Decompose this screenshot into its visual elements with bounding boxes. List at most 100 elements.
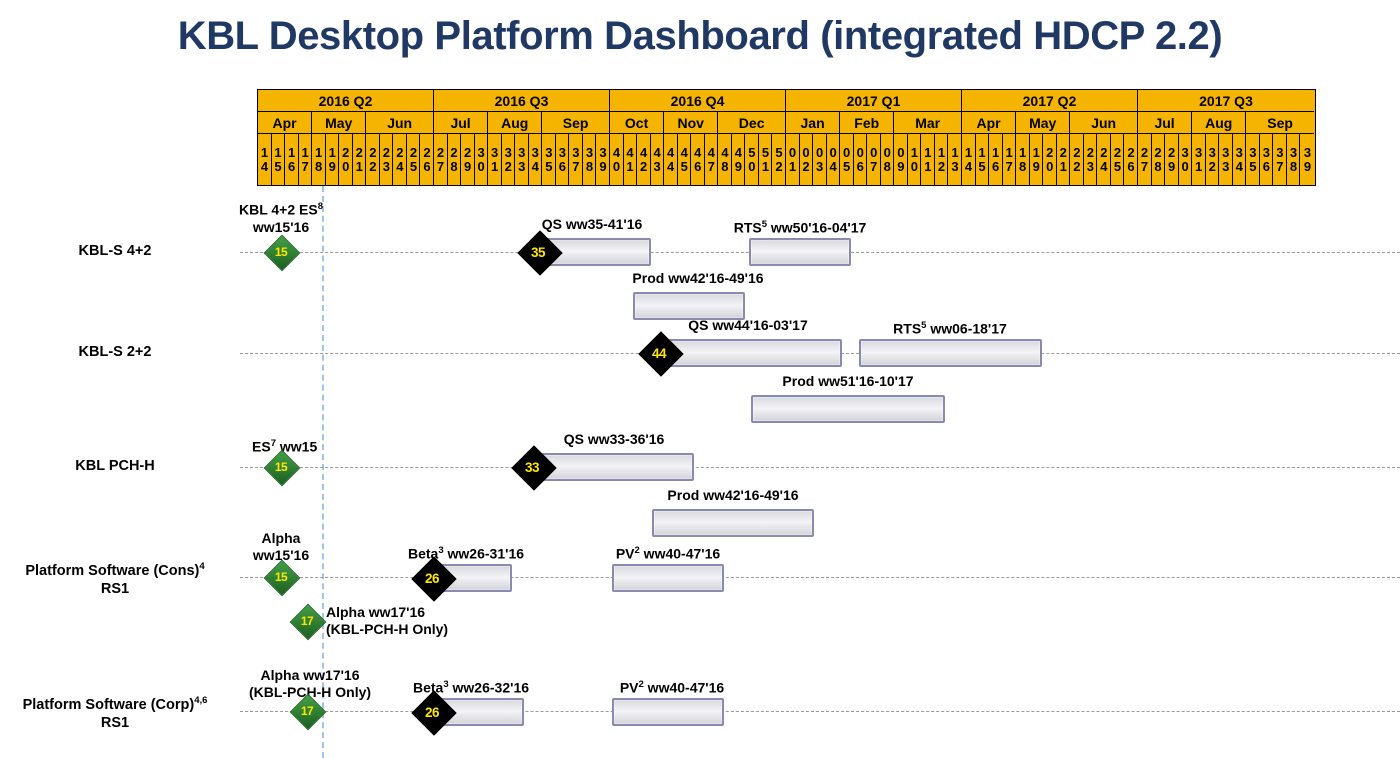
bar-r4-pv[interactable] <box>612 698 724 726</box>
today-marker-line <box>322 186 324 758</box>
milestone-diamond-label: 17 <box>300 704 314 718</box>
caption-footnote: 5 <box>921 320 927 331</box>
timeline-quarter-2017-q2-4: 2017 Q2 <box>962 90 1138 112</box>
caption-text: PV <box>615 545 635 562</box>
bar-caption-r3-pv: PV2 ww40-47'16 <box>616 542 720 563</box>
milestone-caption-kbl42-es: KBL 4+2 ES8 ww15'16 <box>239 198 323 236</box>
timeline-month-apr-12: Apr <box>962 112 1017 134</box>
timeline-month-sep-5: Sep <box>542 112 610 134</box>
caption-text: ww40-47'16 <box>643 679 725 696</box>
row-label-platform-sw-cons: Platform Software (Cons)4 RS1 <box>0 558 230 598</box>
caption-text: (KBL-PCH-H Only) <box>248 684 372 700</box>
milestone-caption-corp-alpha: Alpha ww17'16 (KBL-PCH-H Only) <box>249 667 371 701</box>
row-label-kbl-s-2-2: KBL-S 2+2 <box>78 344 152 360</box>
bar-caption-r1-qs: QS ww44'16-03'17 <box>688 317 808 333</box>
milestone-diamond-label: 15 <box>274 570 288 584</box>
bar-r3-pv[interactable] <box>612 564 724 592</box>
row-label-line1: Platform Software (Cons) <box>25 562 200 579</box>
bar-caption-r1-rts: RTS5 ww06-18'17 <box>893 317 1007 338</box>
timeline-month-jul-3: Jul <box>434 112 489 134</box>
bar-caption-r3-beta: Beta3 ww26-31'16 <box>408 542 524 563</box>
timeline-quarter-2016-q3-1: 2016 Q3 <box>434 90 610 112</box>
row-label-footnote: 4 <box>199 561 205 572</box>
bar-r0-prod[interactable] <box>633 292 745 320</box>
caption-footnote: 3 <box>443 679 449 690</box>
timeline-month-may-13: May <box>1016 112 1071 134</box>
timeline-quarter-2016-q2-0: 2016 Q2 <box>258 90 434 112</box>
milestone-diamond-label: 26 <box>424 570 440 586</box>
timeline-month-apr-0: Apr <box>258 112 313 134</box>
milestone-caption-cons-alpha: Alpha ww15'16 <box>253 530 309 564</box>
caption-text: ww50'16-04'17 <box>767 219 867 236</box>
caption-text: ww15'16 <box>252 547 310 563</box>
bar-caption-r4-pv: PV2 ww40-47'16 <box>620 676 724 697</box>
bar-r1-prod[interactable] <box>751 395 945 423</box>
row-label-line2: RS1 <box>100 580 130 597</box>
bar-r0-rts[interactable] <box>749 238 851 266</box>
milestone-caption-pch-es: ES7 ww15 <box>252 435 317 456</box>
bar-r2-prod[interactable] <box>652 509 814 537</box>
caption-footnote: 2 <box>638 679 644 690</box>
timeline-month-oct-6: Oct <box>610 112 665 134</box>
bar-caption-r0-qs: QS ww35-41'16 <box>541 216 643 232</box>
timeline-month-jan-9: Jan <box>786 112 841 134</box>
timeline-month-sep-17: Sep <box>1246 112 1314 134</box>
caption-footnote: 5 <box>761 219 768 230</box>
timeline-month-nov-7: Nov <box>664 112 719 134</box>
row-label-kbl-pch-h: KBL PCH-H <box>75 458 155 474</box>
caption-text: RTS <box>733 219 762 236</box>
caption-text: RTS <box>893 320 922 337</box>
bar-r1-rts[interactable] <box>859 339 1042 367</box>
timeline-quarter-2017-q3-5: 2017 Q3 <box>1138 90 1314 112</box>
milestone-diamond-label: 15 <box>274 460 288 474</box>
caption-text: (KBL-PCH-H Only) <box>326 621 449 637</box>
bar-caption-r0-prod: Prod ww42'16-49'16 <box>632 270 764 286</box>
bar-r1-qs[interactable] <box>656 339 842 367</box>
row-label-line1: Platform Software (Corp) <box>22 696 195 713</box>
row-label-footnote: 4,6 <box>194 695 208 706</box>
row-label-line2: RS1 <box>100 714 130 731</box>
